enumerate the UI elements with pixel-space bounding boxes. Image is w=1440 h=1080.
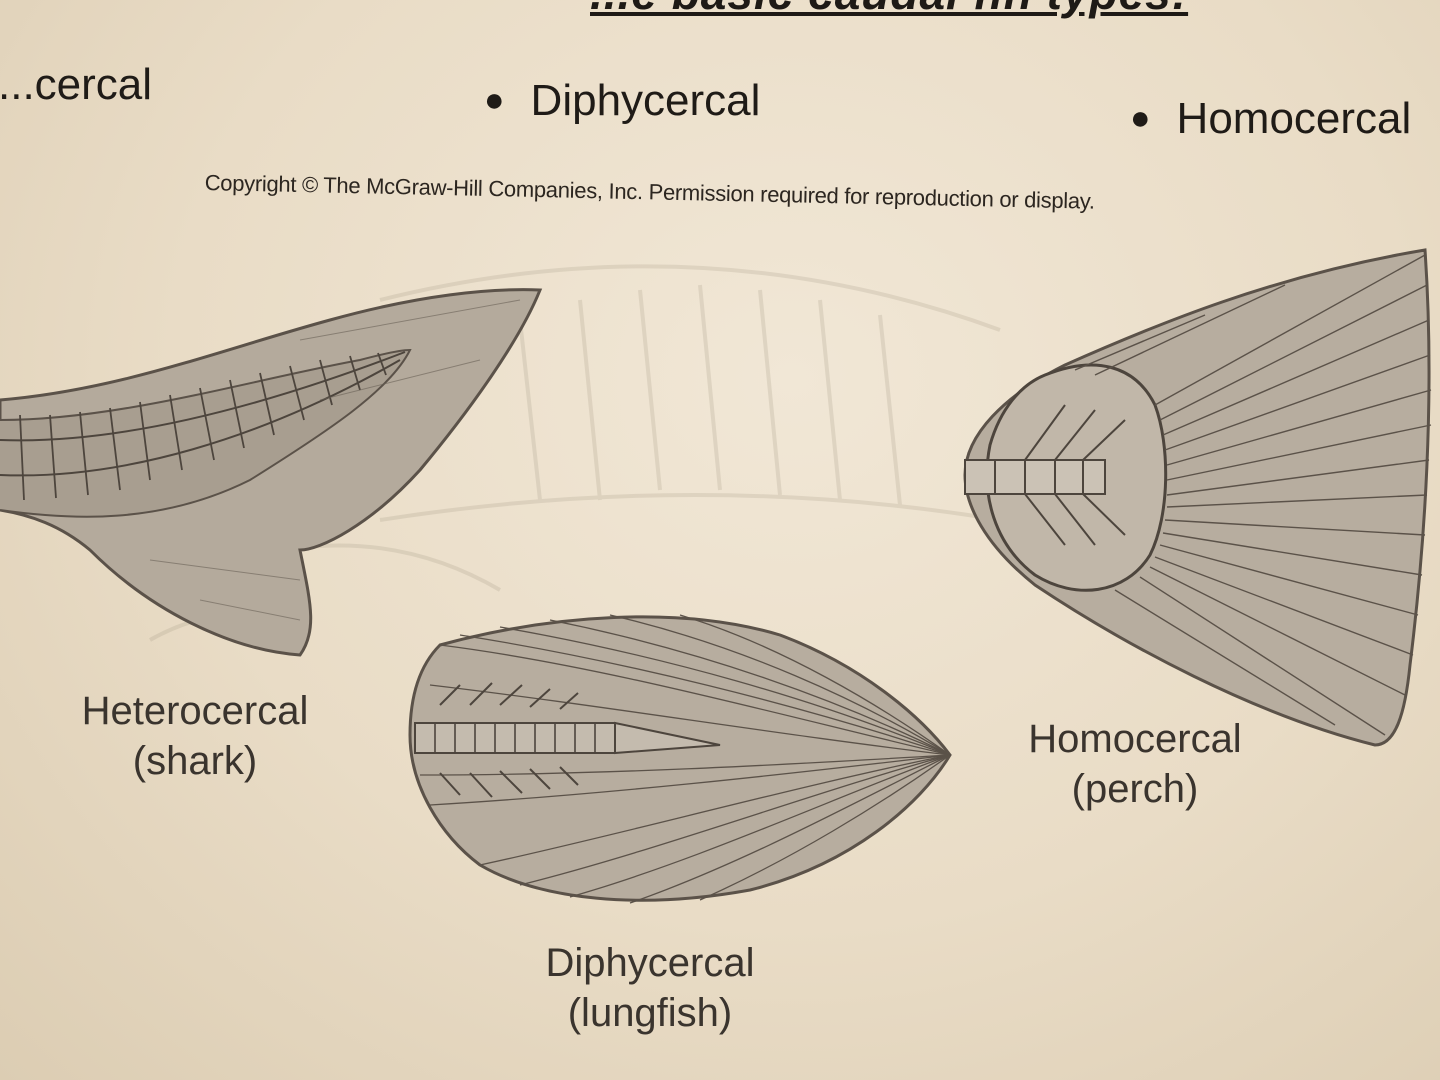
- caption-fin-type: Homocercal: [1028, 717, 1242, 761]
- page-heading: ...e basic caudal fin types:: [590, 0, 1188, 20]
- homocercal-fin-illustration: [963, 248, 1432, 747]
- bullet-dot-icon: ●: [484, 81, 505, 119]
- bullet-label: ...cercal: [0, 60, 153, 109]
- caption-fin-type: Diphycercal: [545, 941, 755, 985]
- heterocercal-caption: Heterocercal (shark): [40, 686, 350, 786]
- bullet-item-heterocercal: ...cercal: [0, 60, 152, 110]
- bullet-dot-icon: ●: [1130, 99, 1151, 137]
- caption-example: (lungfish): [567, 991, 733, 1035]
- bullet-label: Homocercal: [1176, 94, 1412, 143]
- bullet-item-homocercal: ● Homocercal: [1130, 94, 1411, 144]
- heterocercal-fin-illustration: [0, 288, 543, 657]
- diphycercal-fin-illustration: [408, 614, 952, 904]
- homocercal-caption: Homocercal (perch): [1000, 714, 1270, 814]
- caption-example: (perch): [1071, 767, 1199, 811]
- bullet-item-diphycercal: ● Diphycercal: [484, 76, 760, 126]
- caption-example: (shark): [132, 739, 258, 783]
- bullet-label: Diphycercal: [530, 76, 761, 125]
- diphycercal-caption: Diphycercal (lungfish): [495, 938, 805, 1038]
- caption-fin-type: Heterocercal: [81, 689, 309, 733]
